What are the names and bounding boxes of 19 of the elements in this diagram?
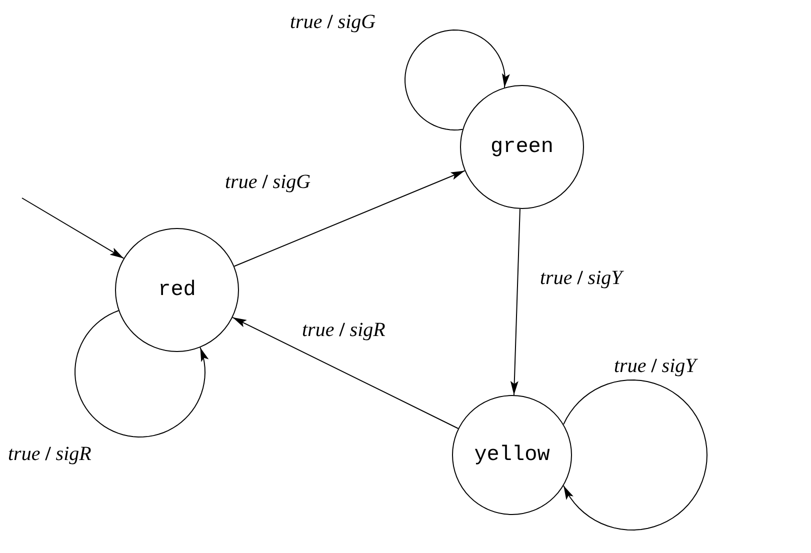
arrow — [74, 310, 209, 438]
arrow — [234, 170, 466, 267]
edge-label: true / sigY — [614, 356, 696, 376]
arrow — [563, 380, 708, 530]
edge-label: true / sigG — [290, 12, 376, 32]
state-name: green — [490, 136, 554, 158]
state-circle — [115, 228, 239, 352]
edge-label: true / sigR — [302, 320, 386, 340]
edge-label: true / sigG — [225, 172, 311, 192]
state-name: red — [158, 278, 196, 302]
arrow — [404, 30, 510, 130]
edge-label: true / sigR — [8, 444, 92, 464]
state-circle — [460, 85, 584, 209]
edge-label: true / sigY — [540, 268, 622, 288]
arrow — [510, 208, 520, 396]
arrow — [232, 316, 459, 429]
state-circle — [452, 395, 572, 515]
arrow — [22, 198, 124, 259]
state-name: yellow — [474, 444, 550, 466]
